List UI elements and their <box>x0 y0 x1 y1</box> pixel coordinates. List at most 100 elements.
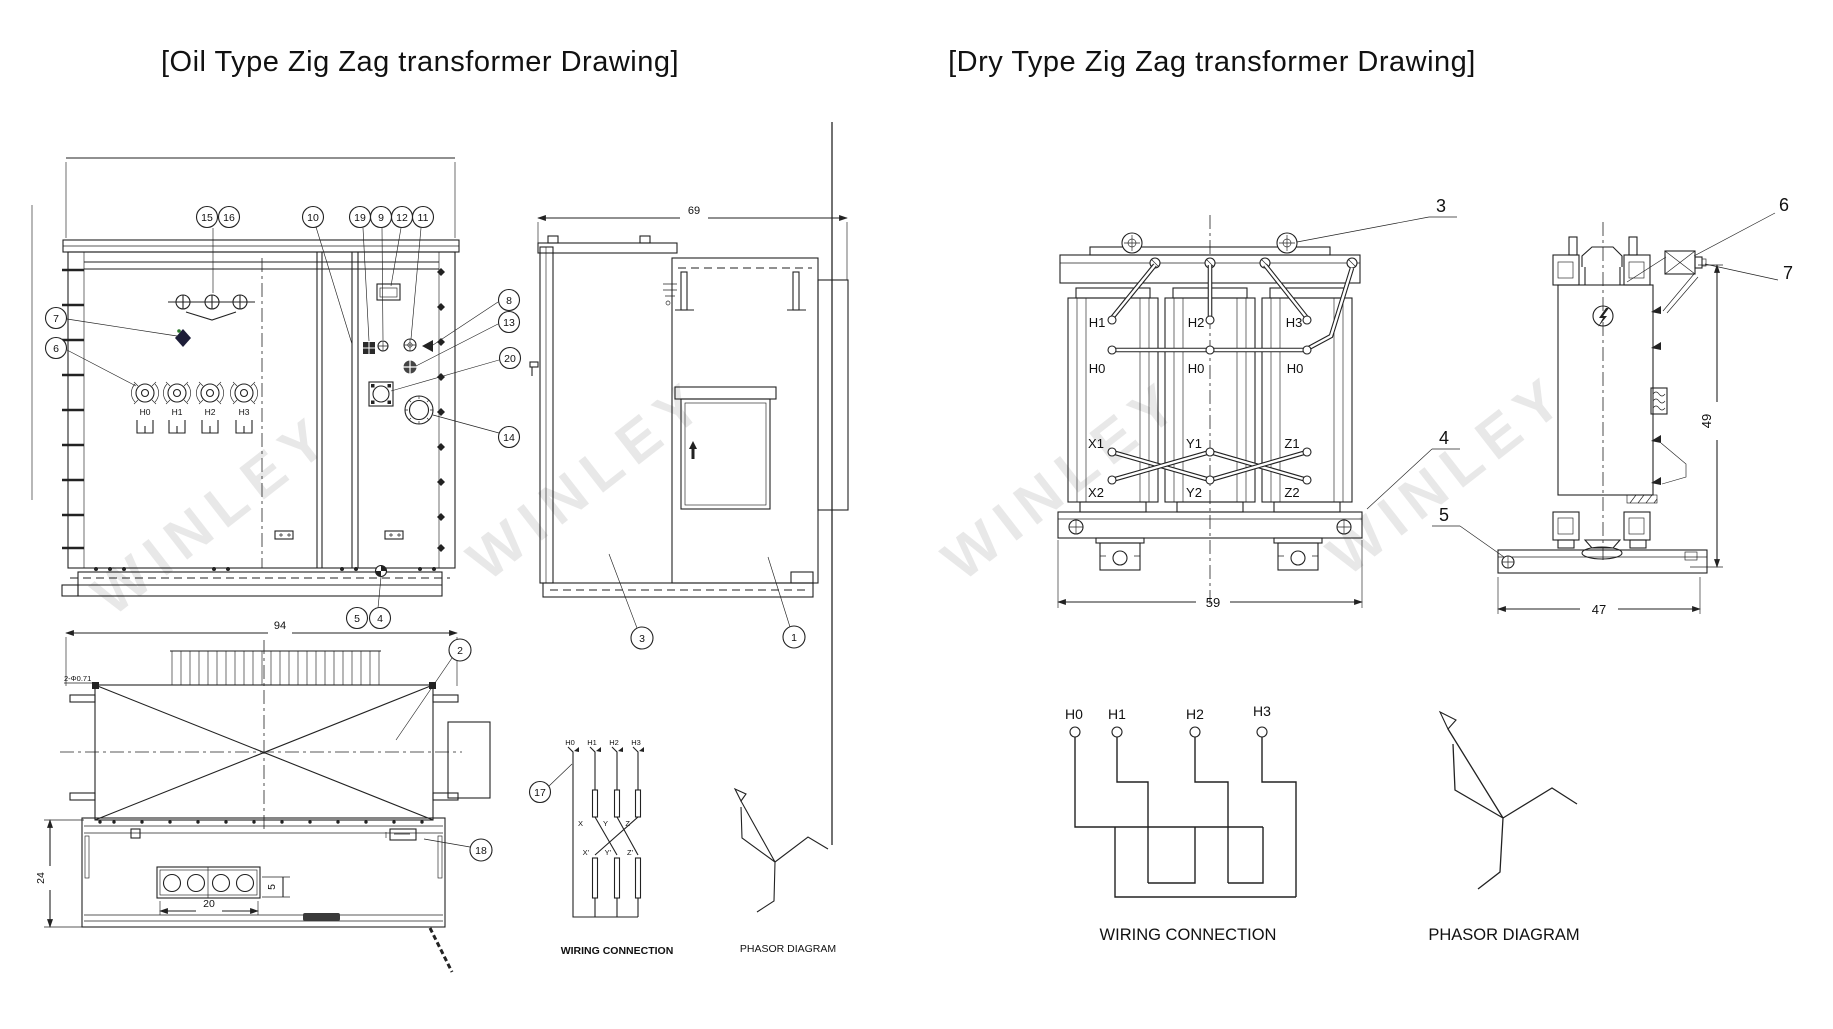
callout-13: 13 <box>503 317 515 329</box>
neutral-label: H0 <box>1188 361 1205 376</box>
drain-flange <box>368 381 394 407</box>
dim-side-width: 69 <box>688 205 700 217</box>
terminal-symbols <box>567 746 644 763</box>
tap-label: X2 <box>1088 485 1104 500</box>
bushing-label: H1 <box>172 407 183 417</box>
radiator-fins <box>170 650 381 685</box>
right-wall-bolts <box>437 268 445 552</box>
roller <box>1095 537 1145 571</box>
oil-phasor-diagram: PHASOR DIAGRAM <box>733 787 836 955</box>
ground-bolt <box>374 564 388 578</box>
callout-6: 6 <box>1779 195 1789 215</box>
terminal-label: H3 <box>631 738 641 747</box>
pressure-gauge <box>404 395 434 425</box>
base-bolt <box>1336 519 1352 535</box>
dim-base-depth: 24 <box>35 872 47 884</box>
left-wall-bolts <box>62 268 84 550</box>
dim-width: 59 <box>1206 595 1220 610</box>
roller <box>1273 537 1323 571</box>
lifting-lug <box>1276 232 1298 254</box>
base-bolt <box>1068 519 1084 535</box>
phasor-diagram-caption: PHASOR DIAGRAM <box>740 943 836 955</box>
callout-20: 20 <box>504 353 516 365</box>
dim-base-width: 47 <box>1592 602 1606 617</box>
callout-15: 15 <box>201 212 213 224</box>
hv-jumpers <box>1107 263 1312 325</box>
callout-14: 14 <box>503 432 515 444</box>
hazard-symbol <box>1592 305 1614 327</box>
cable-entry-plate <box>156 866 261 899</box>
callout-16: 16 <box>223 212 235 224</box>
neutral-label: H0 <box>1287 361 1304 376</box>
dim-height: 49 <box>1699 414 1714 428</box>
bushing <box>131 381 159 405</box>
callout-5: 5 <box>354 613 360 625</box>
door-stop <box>303 913 340 921</box>
bushing <box>196 381 224 405</box>
winding-label: Z <box>625 819 630 828</box>
callout-3: 3 <box>639 633 645 645</box>
bushing <box>163 381 191 405</box>
hv-terminal-label: H1 <box>1089 315 1106 330</box>
neutral-label: H0 <box>1089 361 1106 376</box>
oil-drawing-title: [Oil Type Zig Zag transformer Drawing] <box>160 46 680 78</box>
cabinet-base <box>61 530 450 597</box>
terminal-label: H1 <box>1108 706 1126 722</box>
dry-phasor-diagram: PHASOR DIAGRAM <box>1428 710 1580 944</box>
terminal-label: H0 <box>565 738 575 747</box>
wiring-connection-caption: WIRING CONNECTION <box>1100 926 1277 944</box>
bushing-label: H2 <box>205 407 216 417</box>
base-bolt <box>1501 555 1515 569</box>
callout-4: 4 <box>377 613 383 625</box>
callout-10: 10 <box>307 212 319 224</box>
dry-side-view: 49 47 <box>1497 222 1723 617</box>
callout-7: 7 <box>53 313 59 325</box>
bushing <box>230 381 258 405</box>
pressure-relief-valve <box>175 329 191 347</box>
callout-19: 19 <box>354 212 366 224</box>
terminal-label: H3 <box>1253 703 1271 719</box>
cooling-duct <box>1650 387 1668 415</box>
terminal-clamps <box>1651 306 1687 485</box>
callout-4: 4 <box>1439 428 1449 448</box>
lv-compartment-door <box>674 386 777 510</box>
watermark-text: WINLEY WINLEY WINLEY WINLEY <box>80 361 1580 628</box>
terminal-label: H1 <box>587 738 597 747</box>
tap-crossings <box>1107 447 1312 485</box>
callout-12: 12 <box>396 212 408 224</box>
hv-terminal-label: H3 <box>1286 315 1303 330</box>
watermark: WINLEY <box>80 401 345 628</box>
dim-hole-offset: 5 <box>266 884 278 890</box>
neutral-bus <box>1107 267 1355 355</box>
bushing-label: H0 <box>140 407 151 417</box>
callout-2: 2 <box>457 645 463 657</box>
lifting-lug <box>1121 232 1143 254</box>
tap-label: Z1 <box>1284 436 1299 451</box>
dry-drawing-title: [Dry Type Zig Zag transformer Drawing] <box>948 46 1476 78</box>
oil-front-view: H0 H1 H2 H3 <box>31 157 460 597</box>
small-fittings <box>363 338 433 374</box>
dim-top-width: 94 <box>274 620 286 632</box>
lifting-eyes <box>168 294 255 321</box>
hatch-strip <box>1626 494 1658 504</box>
ground-cable <box>428 927 454 973</box>
callout-7: 7 <box>1783 263 1793 283</box>
terminal-label: H2 <box>609 738 619 747</box>
callout-17: 17 <box>534 787 546 799</box>
dim-hole-span: 20 <box>203 898 215 910</box>
watermark: WINLEY <box>930 366 1195 593</box>
bolt-row <box>98 820 424 824</box>
hv-support-bracket <box>1626 250 1707 314</box>
tap-label: Y2 <box>1186 485 1202 500</box>
oil-side-view: 69 <box>529 205 849 598</box>
beam-bolts <box>1149 257 1358 269</box>
callout-1: 1 <box>791 632 797 644</box>
dry-callouts: 3 4 5 6 7 <box>1296 195 1793 558</box>
dry-front-view: H1 H2 H3 H0 H0 H0 X1 Y1 Z1 <box>1057 215 1363 610</box>
callout-6: 6 <box>53 343 59 355</box>
callout-3: 3 <box>1436 196 1446 216</box>
callout-11: 11 <box>418 212 429 224</box>
bushing-label: H3 <box>239 407 250 417</box>
winding-label: X' <box>583 848 590 857</box>
